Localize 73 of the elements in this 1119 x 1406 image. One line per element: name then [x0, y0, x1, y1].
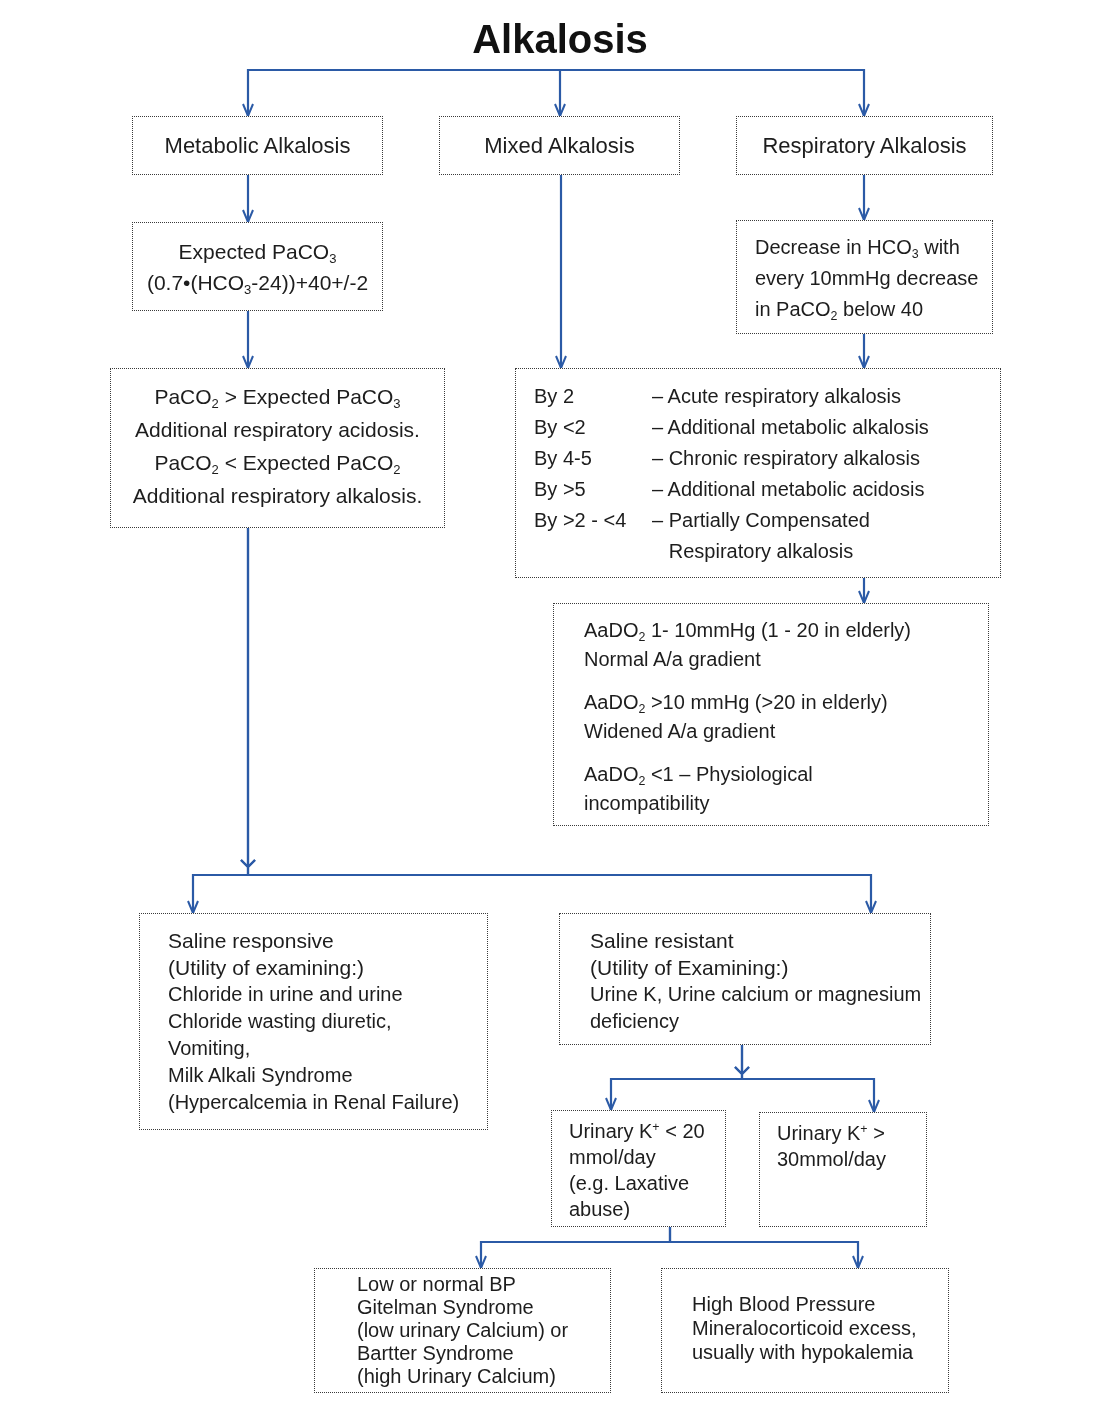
- box-text: Urine K, Urine calcium or magnesium deficiency: [590, 982, 923, 1034]
- process-box: [736, 116, 993, 175]
- box-text: Low or normal BP: [357, 1273, 517, 1296]
- box-heading: Saline responsive: [168, 928, 335, 954]
- box-text: – Acute respiratory alkalosis: [652, 384, 902, 409]
- process-box: [759, 1112, 927, 1227]
- process-box: [551, 1110, 726, 1227]
- process-box: [553, 603, 989, 826]
- box-text: – Partially Compensated Respiratory alkalosis: [652, 508, 871, 564]
- box-text: (0.7•(HCO$_{3}$-24))+40+/-2: [146, 269, 369, 298]
- box-text: (high Urinary Calcium): [357, 1365, 557, 1388]
- box-text: Widened A/a gradient: [584, 719, 777, 744]
- box-text: (low urinary Calcium) or: [357, 1319, 570, 1342]
- box-text: Mixed Alkalosis: [484, 131, 635, 160]
- arrow: [555, 175, 567, 369]
- process-box: [132, 222, 383, 311]
- box-text: Bartter Syndrome: [357, 1342, 515, 1365]
- box-heading: (Utility of examining:): [168, 955, 366, 981]
- box-text: High Blood Pressure: [692, 1291, 877, 1316]
- box-text: – Additional metabolic acidosis: [652, 477, 926, 502]
- process-box: [314, 1268, 611, 1393]
- box-text: (Hypercalcemia in Renal Failure): [168, 1090, 461, 1115]
- arrow: [242, 311, 254, 369]
- arrow: [858, 334, 870, 369]
- box-text: – Chronic respiratory alkalosis: [652, 446, 921, 471]
- box-text: PaCO$_{2}$ > Expected PaCO$_{3}$: [154, 384, 401, 413]
- box-text: Additional respiratory acidosis.: [135, 417, 420, 443]
- box-text: Vomiting,: [168, 1036, 252, 1061]
- box-text: – Additional metabolic alkalosis: [652, 415, 930, 440]
- box-text: Additional respiratory alkalosis.: [132, 483, 423, 509]
- box-text: By >2 - <4: [534, 508, 628, 533]
- arrow: [554, 70, 566, 117]
- arrow: [242, 175, 254, 223]
- box-text: AaDO$_{2}$ <1 – Physiological incompatibility: [584, 762, 814, 816]
- box-text: Expected PaCO$_{3}$: [178, 238, 337, 267]
- box-text: AaDO$_{2}$ 1- 10mmHg (1 - 20 in elderly): [584, 618, 913, 645]
- box-text: Metabolic Alkalosis: [164, 131, 351, 160]
- box-heading: Saline resistant: [590, 928, 735, 954]
- box-text: By 4-5: [534, 446, 593, 471]
- box-text: (e.g. Laxative abuse): [569, 1171, 691, 1222]
- process-box: [139, 913, 488, 1130]
- process-box: [515, 368, 1001, 578]
- arrow: [858, 175, 870, 221]
- title-text: Alkalosis: [465, 16, 655, 70]
- box-text: By <2: [534, 415, 587, 440]
- box-text: usually with hypokalemia: [692, 1339, 915, 1364]
- arrow: [560, 68, 870, 117]
- process-box: [132, 116, 383, 175]
- box-text: Chloride in urine and urine: [168, 982, 404, 1007]
- process-box: [661, 1268, 949, 1393]
- box-text: PaCO$_{2}$ < Expected PaCO$_{2}$: [154, 450, 401, 479]
- process-box: [736, 220, 993, 334]
- box-text: Chloride wasting diuretic,: [168, 1009, 393, 1034]
- box-text: AaDO$_{2}$ >10 mmHg (>20 in elderly): [584, 690, 889, 717]
- process-box: [110, 368, 445, 528]
- box-text: Normal A/a gradient: [584, 647, 762, 672]
- box-text: Milk Alkali Syndrome: [168, 1063, 354, 1088]
- box-text: By >5: [534, 477, 587, 502]
- arrow: [668, 1227, 864, 1269]
- arrow: [239, 526, 877, 915]
- box-text: Mineralocorticoid excess,: [692, 1315, 918, 1340]
- box-text: Respiratory Alkalosis: [762, 131, 967, 160]
- arrow: [242, 68, 560, 117]
- box-heading: (Utility of Examining:): [590, 955, 790, 981]
- box-text: Decrease in HCO$_{3}$ with every 10mmHg decrease in PaCO$_{2}$ below 40: [755, 235, 980, 325]
- box-text: Gitelman Syndrome: [357, 1296, 535, 1319]
- process-box: [439, 116, 680, 175]
- box-text: Urinary K$^{+}$ < 20 mmol/day: [569, 1118, 706, 1170]
- arrow: [733, 1043, 880, 1114]
- box-text: By 2: [534, 384, 576, 409]
- arrow: [858, 578, 870, 604]
- box-text: Urinary K$^{+}$ > 30mmol/day: [777, 1120, 887, 1172]
- process-box: [559, 913, 931, 1045]
